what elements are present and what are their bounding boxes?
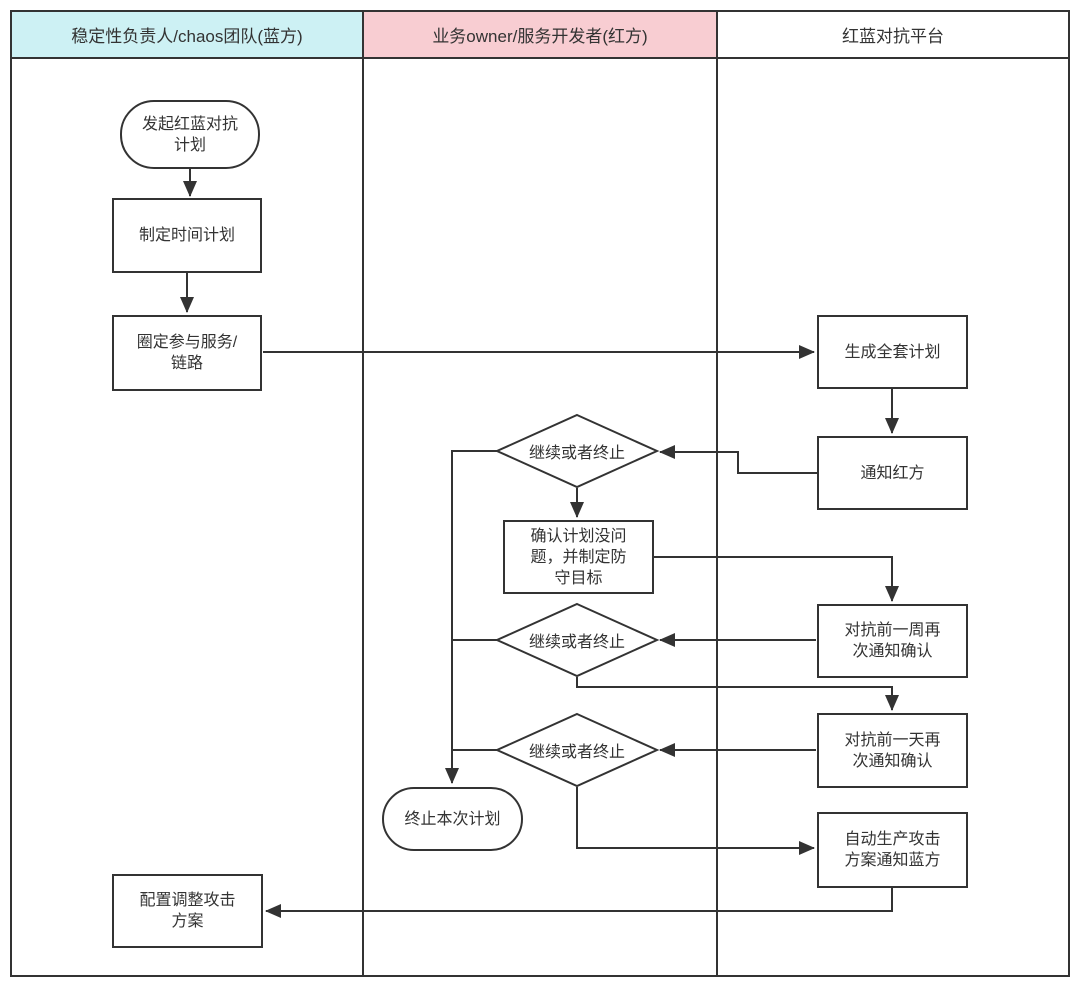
decision-2-shape [494,602,660,678]
connector-terminate-rail [445,450,497,784]
decision-3-label: 继续或者终止 [528,744,625,761]
lane-header-platform: 红蓝对抗平台 [716,10,1070,59]
node-adjust-attack-plan: 配置调整攻击 方案 [112,874,263,948]
node-notify-day-before: 对抗前一天再 次通知确认 [817,713,968,788]
connector-confirm-to-week-notice [654,556,899,602]
node-scope-services: 圈定参与服务/ 链路 [112,315,262,391]
decision-3-shape [494,712,660,788]
node-confirm-plan: 确认计划没问 题，并制定防 守目标 [503,520,654,594]
node-notify-red: 通知红方 [817,436,968,510]
decision-2-label: 继续或者终止 [528,634,625,651]
lane-divider-2 [716,10,718,977]
node-terminate-plan: 终止本次计划 [382,787,523,851]
decision-1-label: 继续或者终止 [528,445,625,462]
node-notify-week-before: 对抗前一周再 次通知确认 [817,604,968,678]
lane-header-blue-team-label: 稳定性负责人/chaos团队(蓝方) [71,27,303,46]
node-generate-plan: 生成全套计划 [817,315,968,389]
node-make-time-plan: 制定时间计划 [112,198,262,273]
lane-divider-1 [362,10,364,977]
node-auto-attack-plan: 自动生产攻击 方案通知蓝方 [817,812,968,888]
connector-notify-red-to-decision1 [659,445,817,474]
lane-header-red-team: 业务owner/服务开发者(红方) [362,10,718,59]
connector-auto-attack-to-adjust [265,888,893,918]
decision-1-shape [494,413,660,489]
node-start: 发起红蓝对抗 计划 [120,100,260,169]
connector-decision2-to-day-notice [576,677,899,711]
connector-decision3-to-auto-attack [576,787,815,855]
lane-header-platform-label: 红蓝对抗平台 [842,27,944,46]
lane-header-red-team-label: 业务owner/服务开发者(红方) [432,27,648,46]
lane-header-blue-team: 稳定性负责人/chaos团队(蓝方) [10,10,364,59]
